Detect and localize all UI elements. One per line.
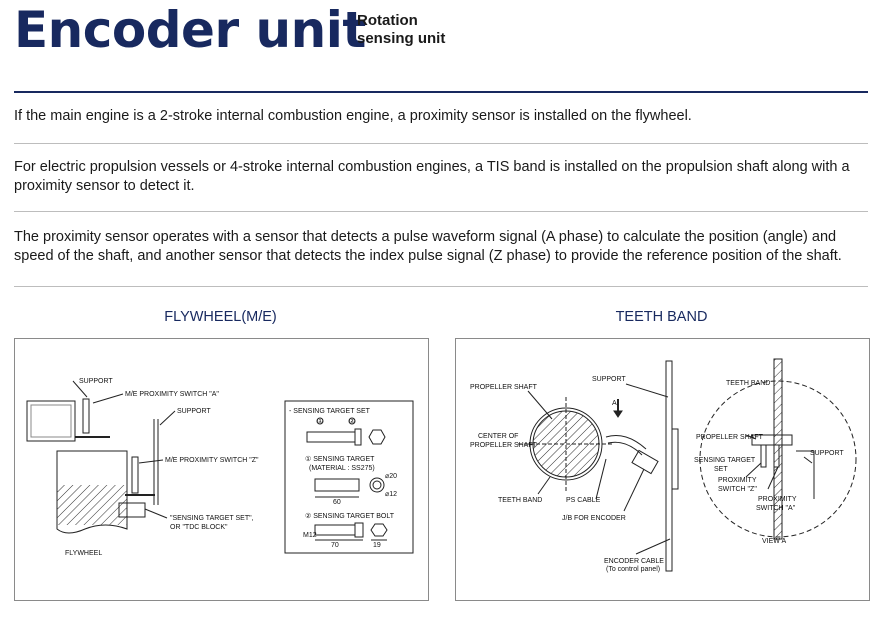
label-encoder-cable-2: (To control panel) <box>606 566 660 573</box>
label-ps-cable: PS CABLE <box>566 497 601 504</box>
proximity-switch-a <box>82 398 90 434</box>
target-material: (MATERIAL : SS275) <box>309 465 375 472</box>
dim-19: 19 <box>373 542 381 549</box>
page-subtitle: Rotation sensing unit <box>357 12 477 48</box>
separator <box>14 143 868 144</box>
view-a-sensing-target-2: SET <box>714 466 728 473</box>
teeth-band-diagram: PROPELLER SHAFT SUPPORT CENTER OF PROPEL… <box>470 358 857 573</box>
view-a-prox-z-2: SWITCH "Z" <box>718 486 757 493</box>
page-header: Encoder unit Rotation sensing unit <box>14 2 864 60</box>
label-propeller-shaft: PROPELLER SHAFT <box>470 384 538 391</box>
label-support: SUPPORT <box>592 376 626 383</box>
proximity-switch-z-view <box>760 444 767 468</box>
label-jb-encoder: J/B FOR ENCODER <box>562 515 626 522</box>
teeth-band-strip <box>773 358 783 540</box>
view-a-teeth-band: TEETH BAND <box>726 380 770 387</box>
flywheel-diagram: SUPPORT M/E PROXIMITY SWITCH "A" SUPPORT… <box>26 378 414 557</box>
dia-20: ⌀20 <box>385 473 397 480</box>
support-bracket <box>26 400 76 442</box>
flywheel-panel-title: FLYWHEEL(M/E) <box>164 309 277 325</box>
label-teeth-band: TEETH BAND <box>498 497 542 504</box>
proximity-switch-z <box>131 456 139 494</box>
label-support-2: SUPPORT <box>177 408 211 415</box>
bolt-heading: ② SENSING TARGET BOLT <box>305 512 395 520</box>
teeth-band-panel-title: TEETH BAND <box>615 309 708 325</box>
label-switch-a: M/E PROXIMITY SWITCH "A" <box>125 391 219 398</box>
label-center-2: PROPELLER SHAFT <box>470 442 538 449</box>
label-switch-z: M/E PROXIMITY SWITCH "Z" <box>165 457 259 464</box>
view-a-caption: VIEW A <box>762 538 786 545</box>
page-title: Encoder unit <box>14 1 366 59</box>
proximity-switch-a-view <box>773 444 780 468</box>
dia-12: ⌀12 <box>385 491 397 498</box>
view-a-prox-z-1: PROXIMITY <box>718 477 757 484</box>
subtitle-line-1: Rotation <box>357 12 418 29</box>
view-a-prox-a-2: SWITCH "A" <box>756 505 796 512</box>
paragraph-tis-band: For electric propulsion vessels or 4-str… <box>14 159 850 194</box>
label-arrow-a: A <box>612 400 617 407</box>
junction-box <box>631 449 659 475</box>
paragraph-sensor-operation: The proximity sensor operates with a sen… <box>14 229 842 264</box>
label-encoder-cable-1: ENCODER CABLE <box>604 558 664 565</box>
paragraph-two-stroke: If the main engine is a 2-stroke interna… <box>14 108 692 124</box>
separator <box>14 286 868 287</box>
teeth-band-diagram-panel: PROPELLER SHAFT SUPPORT CENTER OF PROPEL… <box>455 338 870 601</box>
label-target-set-1: "SENSING TARGET SET", <box>170 515 254 522</box>
label-center-1: CENTER OF <box>478 433 518 440</box>
sensing-target-detail-box <box>284 400 414 554</box>
target-heading: ① SENSING TARGET <box>305 455 375 463</box>
separator <box>14 211 868 212</box>
view-a-support: SUPPORT <box>810 450 844 457</box>
sensing-target-block <box>118 502 146 518</box>
dim-60: 60 <box>333 499 341 506</box>
callout-2: ② <box>349 417 355 425</box>
dim-70: 70 <box>331 542 339 549</box>
label-flywheel: FLYWHEEL <box>65 550 102 557</box>
header-rule <box>14 91 868 93</box>
thread-m12: M12 <box>303 532 317 539</box>
view-a-sensing-target-1: SENSING TARGET <box>694 457 756 464</box>
subtitle-line-2: sensing unit <box>357 30 446 47</box>
detail-heading: - SENSING TARGET SET <box>289 408 371 415</box>
flywheel-body <box>56 450 128 534</box>
view-a-propeller-shaft: PROPELLER SHAFT <box>696 434 764 441</box>
label-support-1: SUPPORT <box>79 378 113 385</box>
flywheel-diagram-panel: SUPPORT M/E PROXIMITY SWITCH "A" SUPPORT… <box>14 338 429 601</box>
view-a-prox-a-1: PROXIMITY <box>758 496 797 503</box>
callout-1: ① <box>317 417 323 425</box>
label-target-set-2: OR "TDC BLOCK" <box>170 524 228 531</box>
